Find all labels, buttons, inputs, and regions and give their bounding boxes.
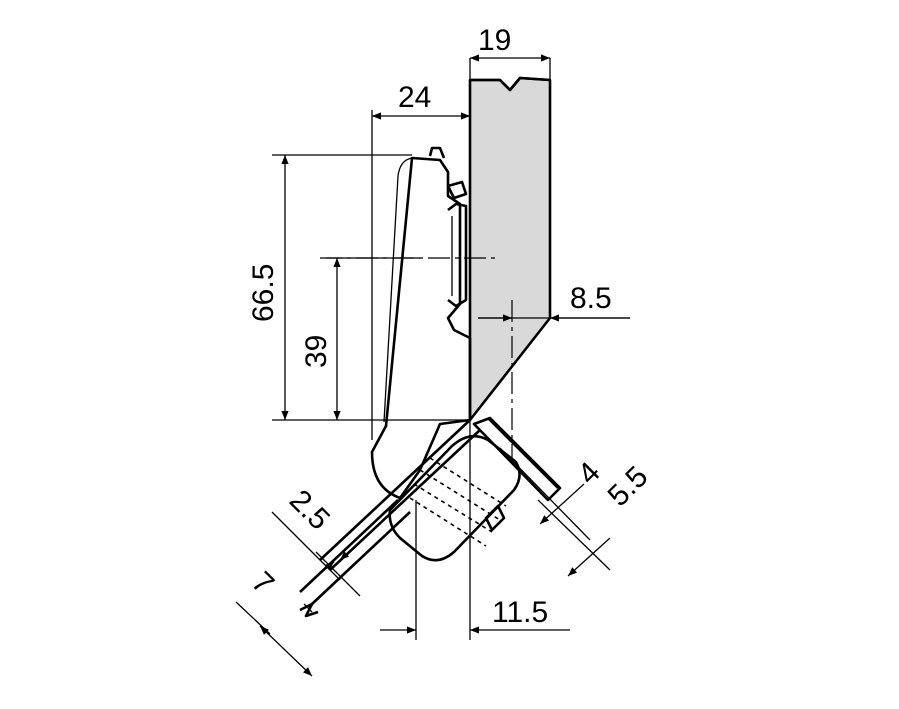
cup-side-plate bbox=[472, 416, 562, 502]
dim-label-5-5: 5.5 bbox=[602, 460, 655, 513]
door-edge-right bbox=[487, 417, 559, 489]
hinge-mount-plate bbox=[447, 202, 468, 308]
door-break-line bbox=[299, 602, 319, 618]
cup-screw bbox=[484, 504, 506, 532]
dim-line-2-5-a bbox=[311, 561, 335, 581]
extension-lines bbox=[235, 58, 630, 640]
dim-label-11-5: 11.5 bbox=[492, 596, 548, 629]
hinge-top-tab bbox=[428, 146, 446, 159]
panel-body bbox=[468, 76, 552, 422]
dimension-lines bbox=[259, 54, 630, 677]
dim-line-4 bbox=[539, 483, 585, 525]
dim-label-19: 19 bbox=[478, 24, 511, 57]
dim-line-7 bbox=[259, 625, 313, 677]
dim-label-24: 24 bbox=[398, 81, 431, 114]
hinge-arm-shading bbox=[383, 157, 413, 423]
dim-label-39: 39 bbox=[300, 335, 333, 368]
cup-hidden-lines bbox=[409, 457, 507, 547]
dim-label-7: 7 bbox=[245, 566, 280, 601]
dim-line-5-5 bbox=[567, 537, 611, 577]
hinge-screw-top bbox=[446, 180, 468, 200]
dim-label-4: 4 bbox=[572, 456, 607, 491]
hinge-arm bbox=[370, 146, 472, 500]
dim-line-2-5-b bbox=[339, 539, 363, 561]
hinge-mount-plate-inner bbox=[451, 214, 461, 300]
dim-label-2-5: 2.5 bbox=[283, 484, 336, 537]
dim-label-8-5: 8.5 bbox=[570, 282, 612, 315]
cabinet-side-panel bbox=[468, 76, 552, 422]
hinge-arm-outline bbox=[370, 156, 472, 500]
hinge-cup bbox=[388, 416, 562, 562]
panel-break-line bbox=[470, 76, 551, 92]
cup-outline bbox=[388, 434, 521, 562]
dim-label-66-5: 66.5 bbox=[247, 264, 280, 322]
